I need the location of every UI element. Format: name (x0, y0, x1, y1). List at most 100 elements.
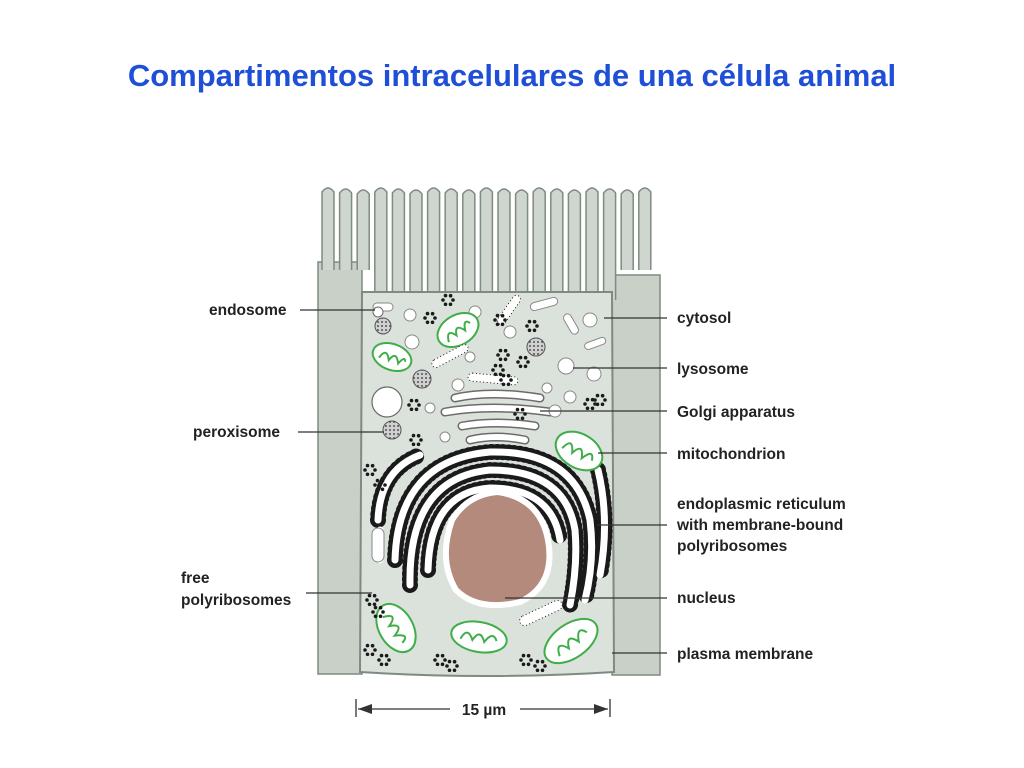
ribosome (500, 313, 505, 318)
ribosome (381, 610, 385, 614)
ribosome (496, 353, 500, 357)
ribosome (585, 406, 590, 411)
ribosome (443, 302, 448, 307)
microvillus (638, 187, 652, 270)
ribosome (532, 328, 537, 333)
label-peroxisome: peroxisome (193, 424, 280, 441)
ribosome (501, 382, 506, 387)
ribosome (535, 324, 539, 328)
ribosome (603, 398, 607, 402)
right-neighbor-cell (611, 274, 661, 676)
peroxisome-4 (526, 337, 546, 357)
microvillus (374, 187, 388, 300)
ribosome (370, 472, 375, 477)
ribosome (384, 662, 389, 667)
ribosome (379, 653, 384, 658)
ribosome (535, 668, 540, 673)
ribosome (440, 662, 445, 667)
ribosome (373, 614, 378, 619)
ribosome (370, 463, 375, 468)
ribosome (491, 368, 495, 372)
ribosome (498, 357, 503, 362)
label-er-line2: with membrane-bound (676, 517, 843, 534)
ribosome (499, 378, 503, 382)
label-mitochondrion: mitochondrion (677, 446, 786, 463)
ribosome (409, 398, 414, 403)
ribosome (501, 368, 505, 372)
ribosome (495, 313, 500, 318)
ribosome (430, 311, 435, 316)
ribosome (503, 348, 508, 353)
microvillus (444, 188, 458, 300)
ribosome (526, 662, 531, 667)
ribosome (493, 372, 498, 377)
microvillus (426, 187, 441, 300)
ribosome (365, 598, 369, 602)
ribosome (526, 653, 531, 658)
ribosome (416, 442, 421, 447)
ribosome (370, 643, 375, 648)
ribosome (373, 483, 377, 487)
microvillus (567, 189, 582, 300)
ribosome (518, 364, 523, 369)
ribosome (451, 298, 455, 302)
ribosome (540, 668, 545, 673)
ribosome (518, 355, 523, 360)
ribosome (509, 378, 513, 382)
ribosome (430, 320, 435, 325)
microvillus (532, 187, 546, 300)
ribosome (440, 653, 445, 658)
microvillus (391, 188, 406, 300)
ribosome (363, 468, 367, 472)
ribosome (416, 433, 421, 438)
ribosome (600, 402, 605, 407)
label-cytosol: cytosol (677, 310, 731, 327)
nucleus (442, 488, 553, 609)
ribosome (493, 363, 498, 368)
ribosome (365, 652, 370, 657)
ribosome (367, 602, 372, 607)
ribosome (417, 403, 421, 407)
ribosome (447, 668, 452, 673)
mitochondrion-4 (375, 602, 417, 654)
peroxisome-2 (382, 420, 402, 440)
ribosome (452, 659, 457, 664)
ribosome (409, 438, 413, 442)
mitochondria (371, 311, 604, 665)
ribosome (513, 412, 517, 416)
ribosome (590, 406, 595, 411)
ribosome (498, 372, 503, 377)
label-nucleus: nucleus (677, 590, 736, 607)
left-neighbor-cell (317, 261, 363, 675)
ribosome (372, 602, 377, 607)
microvillus (602, 188, 617, 300)
ribosome (375, 598, 379, 602)
ribosome (441, 298, 445, 302)
ribosome (370, 652, 375, 657)
ribosome (448, 293, 453, 298)
ribosome (515, 416, 520, 421)
ribosome (595, 402, 600, 407)
ribosome (523, 412, 527, 416)
ribosome (583, 402, 587, 406)
ribosome (433, 658, 437, 662)
ribosome (375, 478, 380, 483)
label-free-polyribosomes-line1: free (181, 570, 210, 587)
ribosome (527, 328, 532, 333)
ribosome (384, 653, 389, 658)
ribosome (523, 355, 528, 360)
ribosome (379, 662, 384, 667)
ribosome (525, 324, 529, 328)
ribosome (363, 648, 367, 652)
ribosome (435, 662, 440, 667)
ribosome (372, 593, 377, 598)
ribosome (521, 662, 526, 667)
ribosome (365, 463, 370, 468)
ribosome (447, 659, 452, 664)
scale-bar (355, 699, 611, 717)
ribosome (419, 438, 423, 442)
ribosome (595, 393, 600, 398)
label-lysosome: lysosome (677, 361, 749, 378)
ribosome (378, 605, 383, 610)
